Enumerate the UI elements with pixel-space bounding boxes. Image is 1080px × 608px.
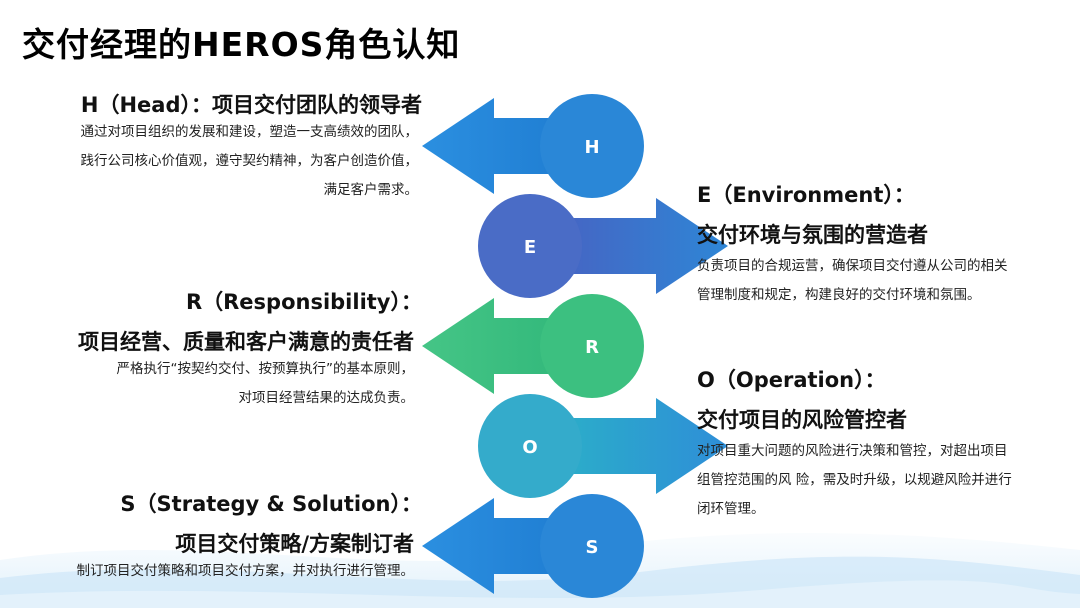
role-r-desc-line: 对项目经营结果的达成负责。 [238,390,415,406]
role-s-subtitle: 项目交付策略/方案制订者 [175,532,414,556]
role-o-description: 对项目重大问题的风险进行决策和管控，对超出项目 组管控范围的风 险，需及时升级，… [697,437,1072,524]
role-h-letter: H [584,137,599,158]
role-e-letter: E [524,237,536,258]
role-r-description: 严格执行“按契约交付、按预算执行”的基本原则， 对项目经营结果的达成负责。 [14,355,415,413]
role-e-text: E（Environment）： 交付环境与氛围的营造者 负责项目的合规运营，确保… [697,180,1067,310]
role-o-letter: O [522,437,537,458]
role-e-subtitle: 交付环境与氛围的营造者 [697,223,928,247]
role-r-letter: R [585,337,599,358]
role-s-circle [540,494,644,598]
role-e-desc-line: 负责项目的合规运营，确保项目交付遵从公司的相关 [697,258,1008,274]
role-h-desc-line: 践行公司核心价值观，遵守契约精神，为客户创造价值， [80,153,419,169]
role-o-heading: O（Operation）： [697,368,886,392]
role-e-arrow [530,198,728,294]
role-o-desc-line: 闭环管理。 [697,501,765,517]
role-e-desc-line: 管理制度和规定，构建良好的交付环境和氛围。 [697,287,981,303]
role-o-arrow [530,398,728,494]
role-o-subtitle: 交付项目的风险管控者 [697,408,907,432]
role-s-desc-line: 制订项目交付策略和项目交付方案，并对执行进行管理。 [76,563,415,579]
role-h-circle [540,94,644,198]
role-h-text: H（Head）：项目交付团队的领导者 通过对项目组织的发展和建设，塑造一支高绩效… [18,90,423,205]
role-o-circle [478,394,582,498]
role-o-desc-line: 对项目重大问题的风险进行决策和管控，对超出项目 [697,443,1008,459]
role-s-heading: S（Strategy & Solution）： [120,492,422,516]
role-e-circle [478,194,582,298]
role-r-heading: R（Responsibility）： [185,290,422,314]
role-o-desc-line: 组管控范围的风 险，需及时升级，以规避风险并进行 [697,472,1012,488]
role-o-text: O（Operation）： 交付项目的风险管控者 对项目重大问题的风险进行决策和… [697,365,1072,524]
role-h-desc-line: 满足客户需求。 [323,182,419,198]
page-title: 交付经理的HEROS角色认知 [22,25,461,64]
role-e-description: 负责项目的合规运营，确保项目交付遵从公司的相关 管理制度和规定，构建良好的交付环… [697,252,1067,310]
role-h-heading: H（Head）：项目交付团队的领导者 [80,93,422,117]
role-h-description: 通过对项目组织的发展和建设，塑造一支高绩效的团队， 践行公司核心价值观，遵守契约… [18,118,419,205]
role-r-desc-line: 严格执行“按契约交付、按预算执行”的基本原则， [116,361,415,377]
role-s-letter: S [586,537,599,558]
role-s-description: 制订项目交付策略和项目交付方案，并对执行进行管理。 [14,557,415,586]
role-s-text: S（Strategy & Solution）： 项目交付策略/方案制订者 制订项… [14,489,423,586]
role-r-circle [540,294,644,398]
role-r-text: R（Responsibility）： 项目经营、质量和客户满意的责任者 严格执行… [14,287,422,413]
role-e-heading: E（Environment）： [697,183,915,207]
role-h-desc-line: 通过对项目组织的发展和建设，塑造一支高绩效的团队， [80,124,419,140]
role-r-subtitle: 项目经营、质量和客户满意的责任者 [78,330,414,354]
